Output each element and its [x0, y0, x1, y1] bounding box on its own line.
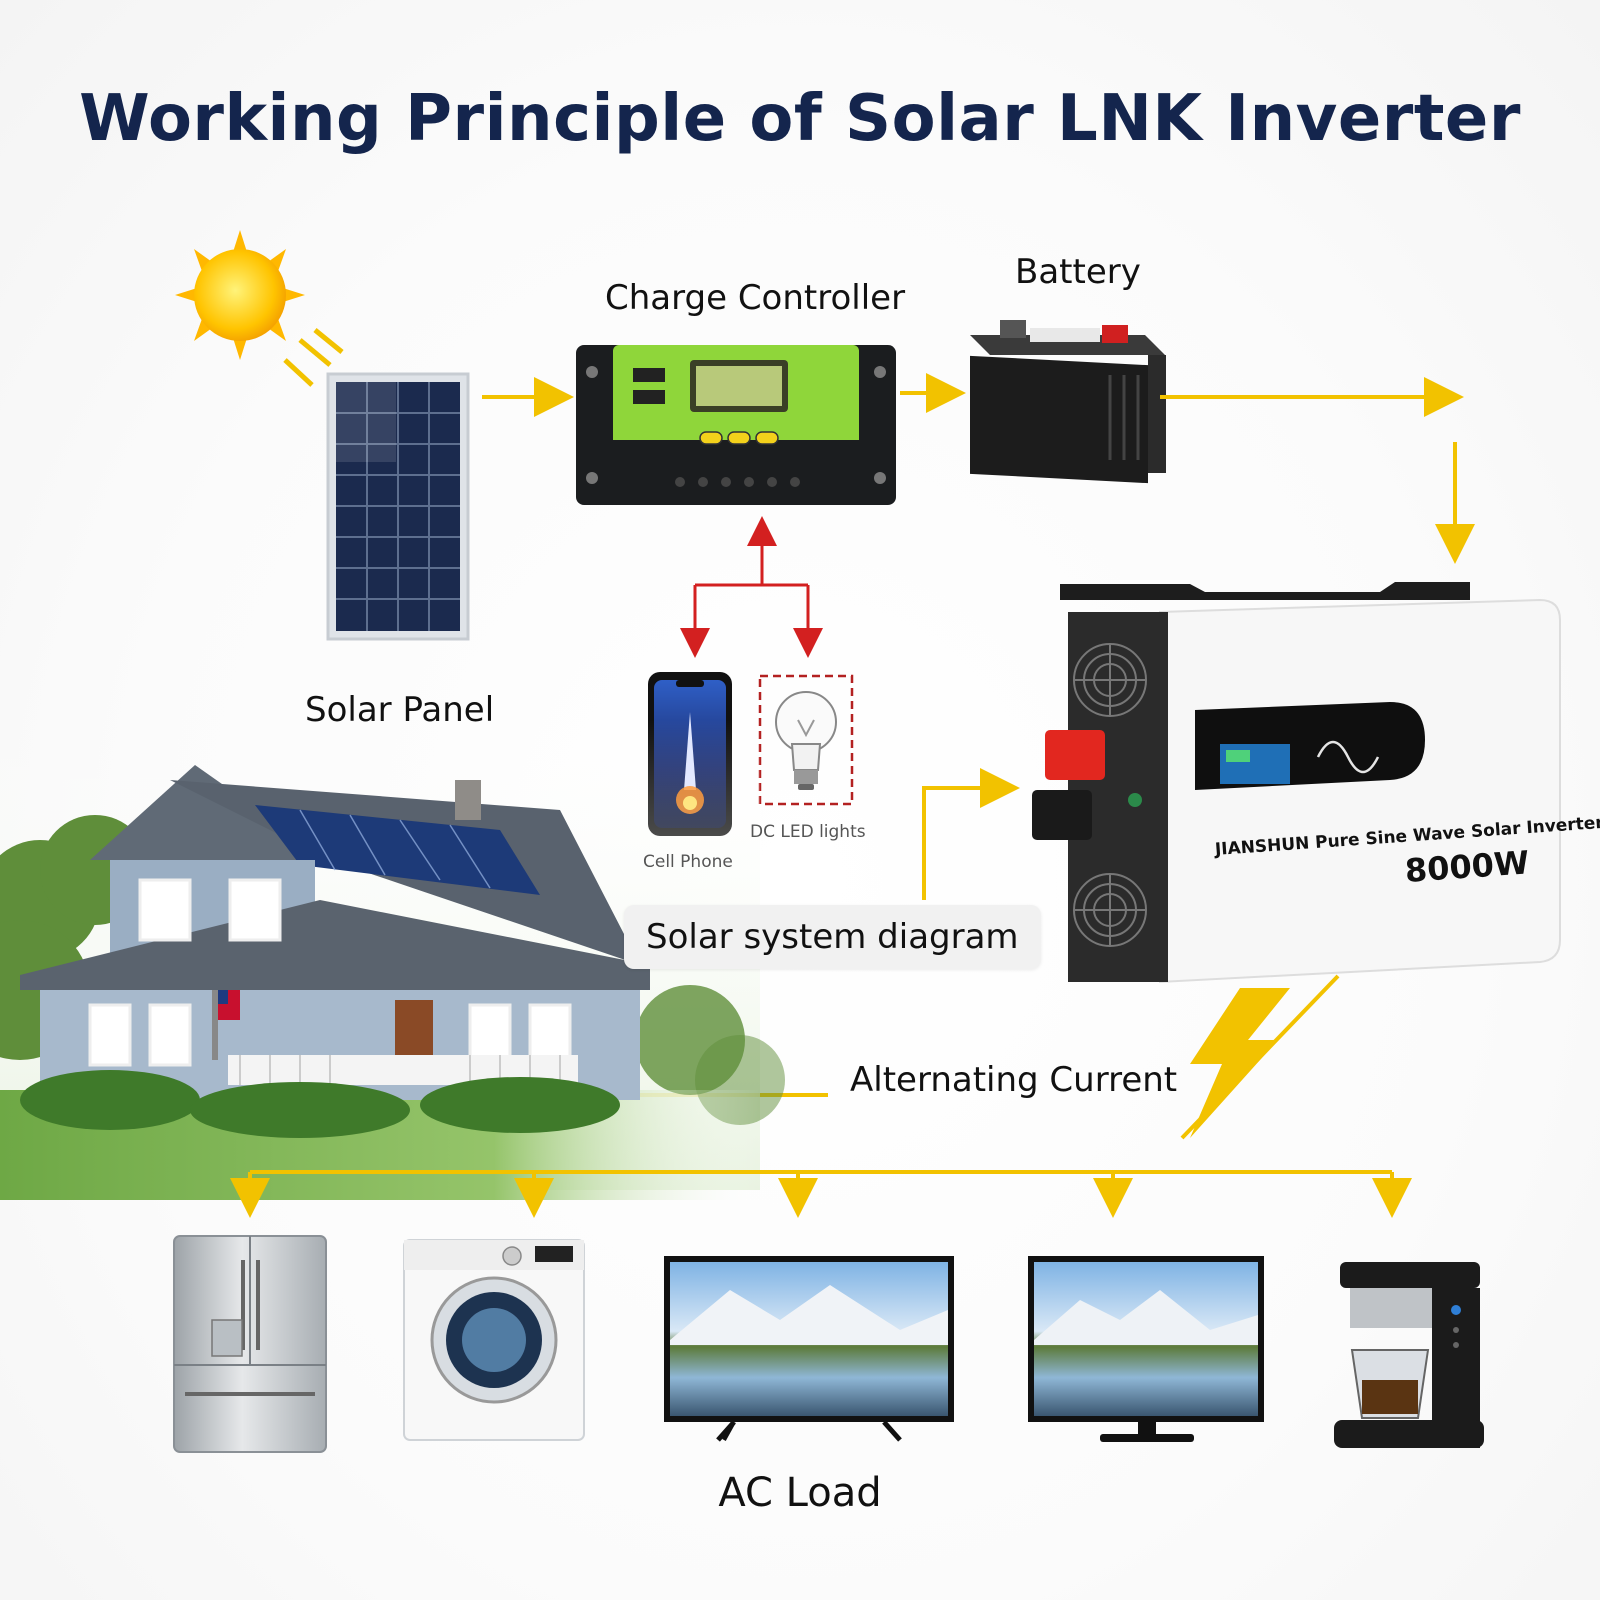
solar-system-diagram-badge: Solar system diagram — [624, 905, 1041, 969]
washing-machine-icon — [403, 1239, 585, 1441]
dc-arrows — [680, 516, 823, 658]
tv-icon — [664, 1256, 954, 1442]
alternating-current-label: Alternating Current — [850, 1060, 1178, 1100]
solar-panel-label: Solar Panel — [305, 690, 495, 730]
solar-panel-icon — [326, 372, 470, 641]
monitor-icon — [1028, 1256, 1264, 1442]
dc-led-lights-label: DC LED lights — [750, 822, 866, 842]
light-bulb-icon — [758, 674, 854, 806]
charge-controller-icon — [576, 345, 896, 505]
page-title: Working Principle of Solar LNK Inverter — [79, 82, 1521, 156]
battery-icon — [970, 320, 1166, 484]
charge-controller-label: Charge Controller — [605, 278, 906, 318]
cell-phone-label: Cell Phone — [643, 852, 733, 872]
lightning-icon — [1180, 974, 1340, 1140]
coffee-maker-icon — [1334, 1262, 1484, 1448]
sun-icon — [175, 230, 344, 387]
battery-label: Battery — [1015, 252, 1141, 292]
ac-bus — [230, 1170, 1412, 1218]
inverter-icon — [1032, 582, 1561, 984]
refrigerator-icon — [173, 1235, 327, 1453]
ac-load-label: AC Load — [718, 1470, 882, 1516]
arrow-to-inverter-input — [922, 768, 1020, 900]
